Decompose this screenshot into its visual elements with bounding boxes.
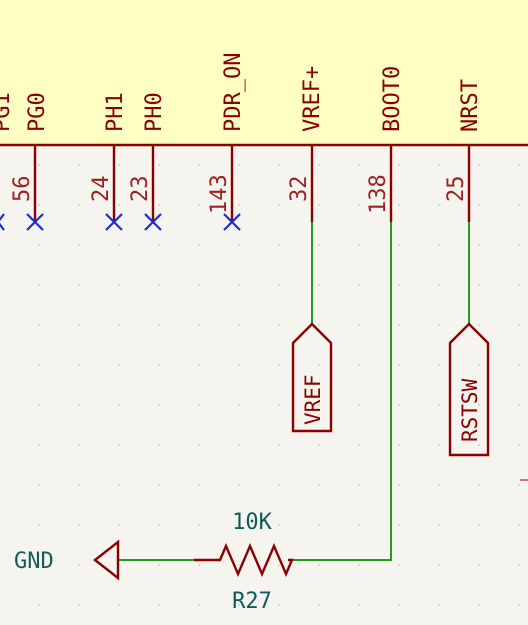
resistor-value: 10K — [232, 510, 272, 535]
no-connect-marker-ph1 — [105, 213, 123, 231]
pin-name-pg1: PG1 — [0, 92, 15, 132]
global-label-rstsw-text: RSTSW — [458, 378, 482, 442]
no-connect-marker-ph0 — [144, 213, 162, 231]
pin-name-vref-plus: VREF+ — [300, 66, 325, 132]
pin-name-nrst: NRST — [458, 79, 483, 132]
pin-number-boot0: 138 — [366, 174, 391, 214]
ic-body[interactable] — [0, 0, 528, 144]
pin-number-vref-plus: 32 — [287, 176, 312, 203]
pin-name-ph1: PH1 — [103, 92, 128, 132]
pin-name-ph0: PH0 — [142, 92, 167, 132]
global-label-rstsw[interactable] — [448, 322, 490, 457]
wire-boot0[interactable] — [288, 222, 392, 561]
global-label-vref-text: VREF — [301, 374, 325, 425]
grid-dots — [38, 164, 520, 606]
global-label-vref[interactable] — [291, 322, 333, 433]
no-connect-marker-pdr-on — [223, 213, 241, 231]
pin-number-nrst: 25 — [444, 176, 469, 203]
gnd-symbol[interactable] — [93, 539, 120, 581]
resistor-reference: R27 — [232, 589, 272, 614]
pin-number-pg0: 56 — [10, 176, 35, 203]
resistor-r27[interactable] — [194, 542, 294, 578]
pin-number-ph0: 23 — [128, 176, 153, 203]
pin-number-pdr-on: 143 — [207, 174, 232, 214]
no-connect-marker-pg1 — [0, 213, 5, 231]
pin-name-boot0: BOOT0 — [380, 66, 405, 132]
pin-name-pdr-on: PDR_ON — [221, 53, 246, 132]
gnd-label: GND — [14, 549, 54, 574]
pin-number-ph1: 24 — [89, 176, 114, 203]
pin-name-pg0: PG0 — [25, 92, 50, 132]
no-connect-marker-pg0 — [26, 213, 44, 231]
